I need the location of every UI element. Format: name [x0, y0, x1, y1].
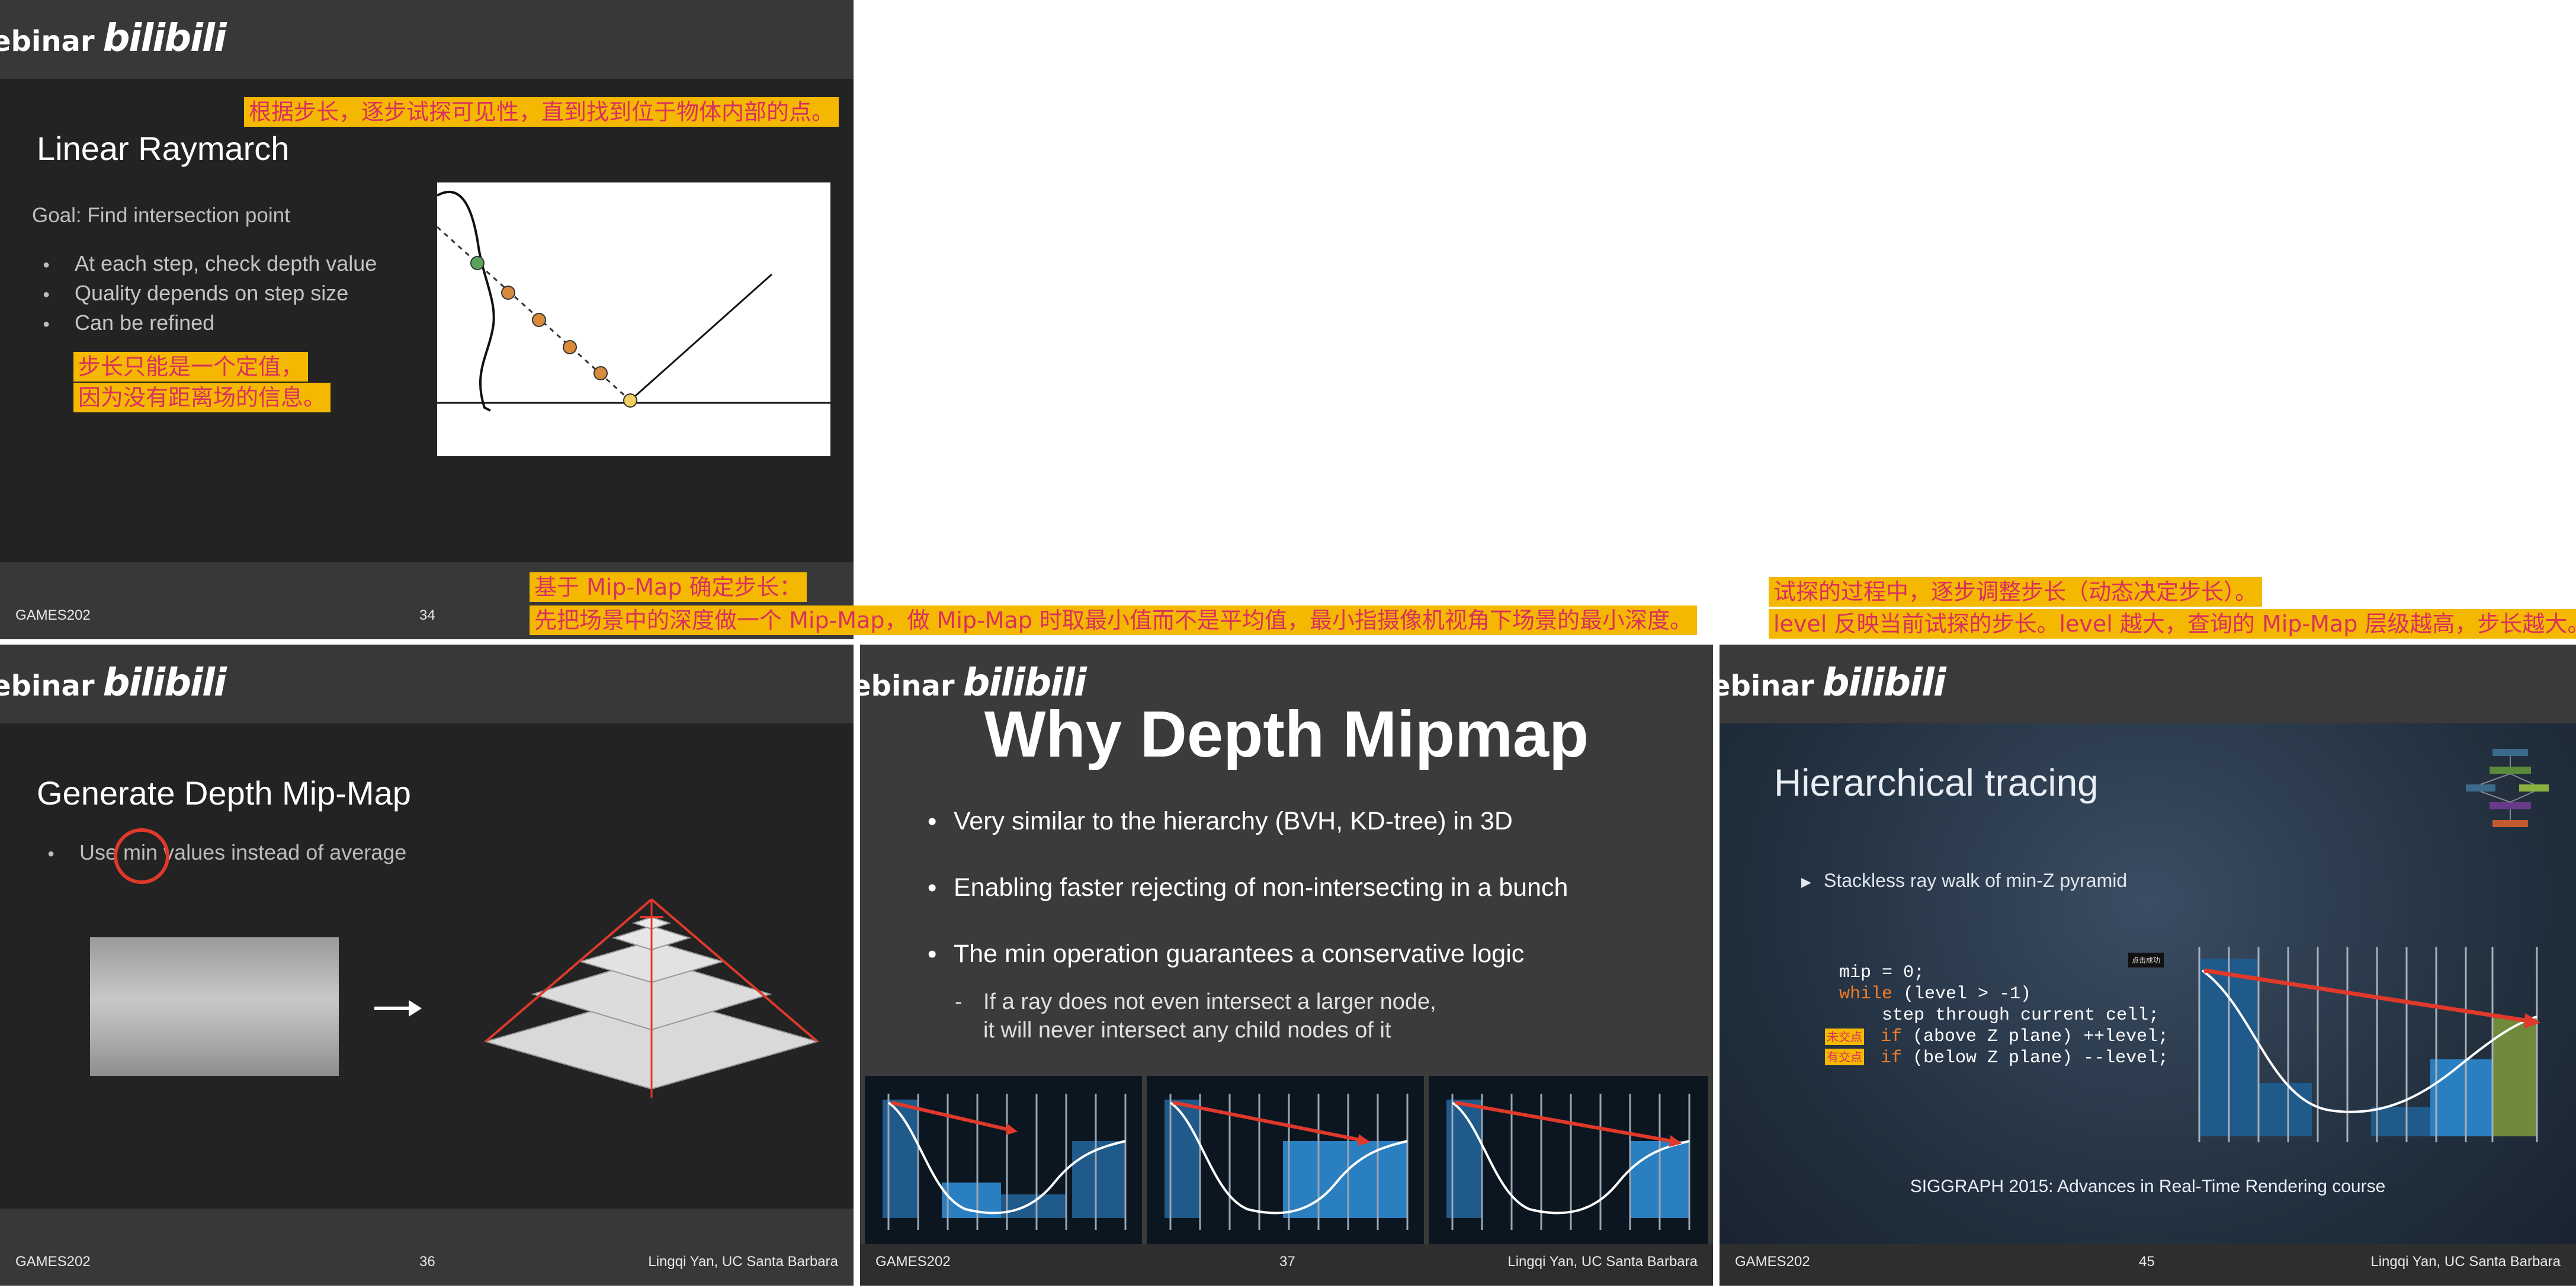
sub-bullet-dash: -: [955, 989, 963, 1014]
slide-footer-bar: [0, 1209, 854, 1286]
slide-title: Why Depth Mipmap: [984, 698, 1589, 771]
depth-image: [90, 937, 339, 1076]
footer-page-number: 34: [419, 607, 435, 623]
slide-footer-bar: [860, 1244, 1713, 1286]
bullet-item: At each step, check depth value: [43, 251, 377, 276]
footer-page-number: 37: [1279, 1254, 1295, 1270]
footer-page-number: 45: [2139, 1254, 2155, 1270]
annotation-note: level 反映当前试探的步长。level 越大，查询的 Mip-Map 层级越…: [1769, 609, 2576, 639]
footer-course: GAMES202: [875, 1254, 951, 1270]
slide-footer-bar: [1720, 1244, 2576, 1286]
hierarchy-logo-icon: [2466, 749, 2549, 827]
footer-course: GAMES202: [15, 1254, 91, 1270]
sub-bullet-line: it will never intersect any child nodes …: [983, 1018, 1391, 1043]
footer-author: Lingqi Yan, UC Santa Barbara: [1507, 1254, 1698, 1270]
annotation-note: 因为没有距离场的信息。: [73, 383, 331, 412]
code-line: mip = 0;: [1839, 963, 1925, 983]
arrow-right-icon: [374, 1000, 422, 1017]
annotation-note: 基于 Mip-Map 确定步长：: [530, 572, 807, 602]
sub-bullet-line: If a ray does not even intersect a large…: [983, 989, 1436, 1014]
annotation-note: 试探的过程中，逐步调整步长（动态决定步长）。: [1769, 577, 2263, 607]
slide-title: Generate Depth Mip-Map: [37, 774, 411, 812]
code-annotation: 有交点: [1825, 1049, 1864, 1065]
slide-title: Linear Raymarch: [37, 130, 290, 167]
slide-header-bar: [0, 645, 854, 723]
footer-course: GAMES202: [15, 607, 91, 623]
slide-credit: SIGGRAPH 2015: Advances in Real-Time Ren…: [1910, 1177, 2386, 1196]
bullet-item: Very similar to the hierarchy (BVH, KD-t…: [928, 807, 1513, 837]
code-line: if (below Z plane) --level;: [1881, 1048, 2169, 1068]
footer-author: Lingqi Yan, UC Santa Barbara: [648, 1254, 838, 1270]
code-line: if (above Z plane) ++level;: [1881, 1027, 2169, 1047]
tooltip: 点击成功: [2128, 953, 2164, 967]
slide-header-bar: [0, 0, 854, 79]
slide-title: Hierarchical tracing: [1774, 761, 2099, 804]
mipmap-pyramid: [483, 898, 820, 1098]
slide-goal: Goal: Find intersection point: [32, 204, 290, 227]
bullet-item: Can be refined: [43, 310, 214, 335]
slide-header-bar: [1720, 645, 2576, 723]
code-line: while (level > -1): [1839, 984, 2032, 1004]
raymarch-figure: [437, 191, 830, 412]
annotation-note: 根据步长，逐步试探可见性，直到找到位于物体内部的点。: [244, 97, 839, 127]
raymarch-diagram: [437, 182, 830, 456]
code-line: step through current cell;: [1839, 1005, 2160, 1026]
bullet-item: Stackless ray walk of min-Z pyramid: [1824, 870, 2128, 891]
bullet-item: Quality depends on step size: [43, 281, 348, 306]
footer-page-number: 36: [419, 1254, 435, 1270]
bullet-marker-icon: ▶: [1801, 874, 1811, 889]
bullet-item: Enabling faster rejecting of non-interse…: [928, 873, 1568, 903]
hierarchical-tracing-figure: [2198, 947, 2540, 1142]
footer-author: Lingqi Yan, UC Santa Barbara: [2370, 1254, 2561, 1270]
annotation-note: 先把场景中的深度做一个 Mip-Map，做 Mip-Map 时取最小值而不是平均…: [530, 605, 1697, 635]
bullet-item: The min operation guarantees a conservat…: [928, 940, 1524, 969]
annotation-note: 步长只能是一个定值，: [73, 352, 309, 382]
min-circle-annotation: [114, 828, 169, 884]
code-annotation: 未交点: [1825, 1029, 1864, 1045]
footer-course: GAMES202: [1735, 1254, 1810, 1270]
